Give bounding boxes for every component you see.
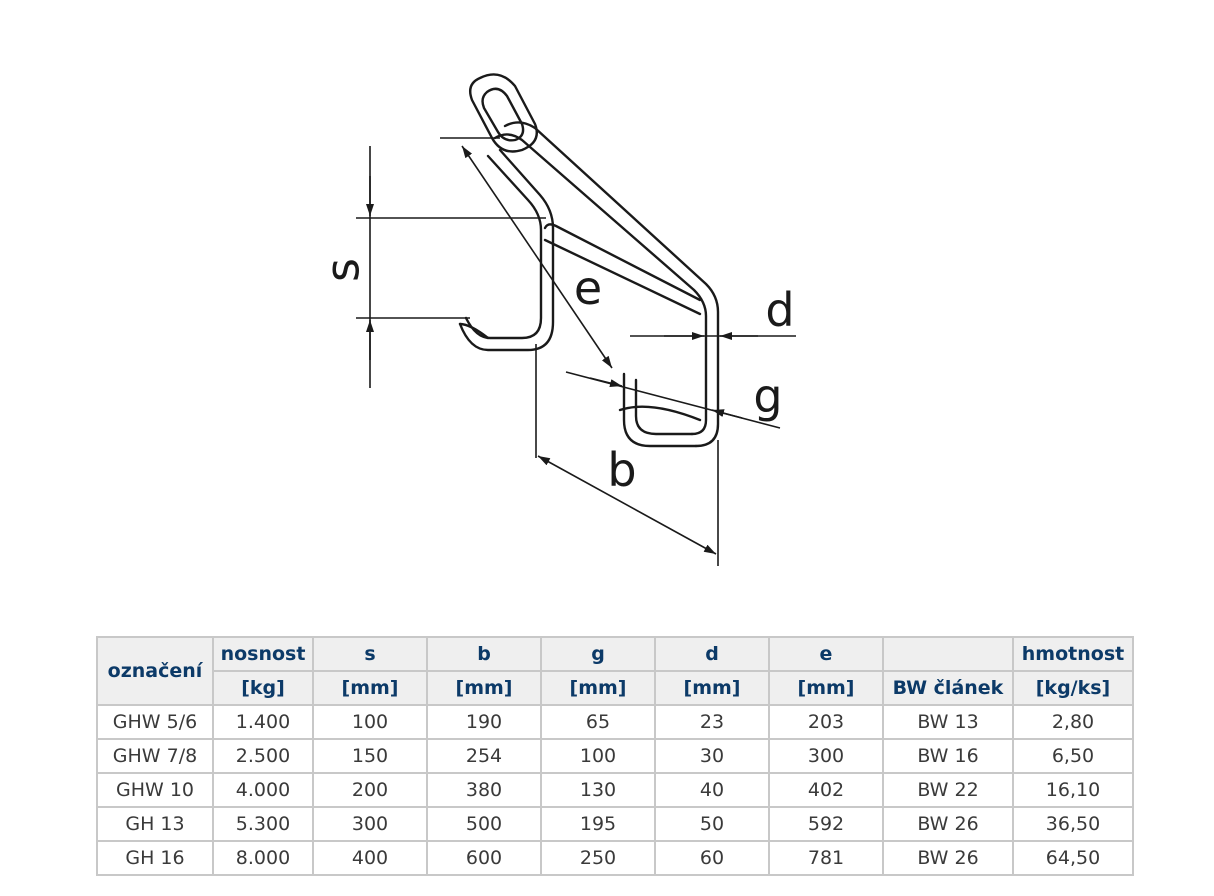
- label-s: s: [316, 258, 370, 282]
- table-row: GH 13 5.300 300 500 195 50 592 BW 26 36,…: [96, 806, 1134, 842]
- cell: 300: [768, 738, 884, 774]
- cell: 100: [312, 704, 428, 740]
- label-d: d: [765, 283, 794, 337]
- unit-kg: [kg]: [212, 670, 314, 706]
- specification-table: označení nosnost s b g d e hmotnost [kg]…: [96, 636, 1134, 876]
- header-b: b: [426, 636, 542, 672]
- header-oznaceni: označení: [96, 636, 214, 706]
- cell: 781: [768, 840, 884, 876]
- header-empty: [882, 636, 1014, 672]
- cell: BW 13: [882, 704, 1014, 740]
- unit-e-mm: [mm]: [768, 670, 884, 706]
- cell: 23: [654, 704, 770, 740]
- cell: 200: [312, 772, 428, 808]
- cell: 2.500: [212, 738, 314, 774]
- cell: 600: [426, 840, 542, 876]
- cell: 60: [654, 840, 770, 876]
- cell: 150: [312, 738, 428, 774]
- cell: BW 26: [882, 840, 1014, 876]
- header-d: d: [654, 636, 770, 672]
- cell: 130: [540, 772, 656, 808]
- cell: 6,50: [1012, 738, 1134, 774]
- cell: 30: [654, 738, 770, 774]
- cell: 50: [654, 806, 770, 842]
- cell: 195: [540, 806, 656, 842]
- table-row: GHW 7/8 2.500 150 254 100 30 300 BW 16 6…: [96, 738, 1134, 774]
- unit-g-mm: [mm]: [540, 670, 656, 706]
- cell: 40: [654, 772, 770, 808]
- cell: 250: [540, 840, 656, 876]
- cell: 400: [312, 840, 428, 876]
- unit-d-mm: [mm]: [654, 670, 770, 706]
- header-row-1: označení nosnost s b g d e hmotnost: [96, 636, 1134, 706]
- cell: GH 13: [96, 806, 214, 842]
- cell: 65: [540, 704, 656, 740]
- label-b: b: [607, 443, 636, 497]
- cell: 2,80: [1012, 704, 1134, 740]
- cell: GHW 10: [96, 772, 214, 808]
- header-row-2: [kg] [mm] [mm] [mm] [mm] [mm] BW článek …: [97, 670, 1134, 706]
- label-e: e: [574, 261, 602, 315]
- cell: 36,50: [1012, 806, 1134, 842]
- table-row: GH 16 8.000 400 600 250 60 781 BW 26 64,…: [96, 840, 1134, 876]
- unit-b-mm: [mm]: [426, 670, 542, 706]
- header-g: g: [540, 636, 656, 672]
- cell: GH 16: [96, 840, 214, 876]
- cell: 16,10: [1012, 772, 1134, 808]
- cell: 203: [768, 704, 884, 740]
- cell: 4.000: [212, 772, 314, 808]
- cell: GHW 5/6: [96, 704, 214, 740]
- header-s: s: [312, 636, 428, 672]
- cell: 402: [768, 772, 884, 808]
- cell: BW 26: [882, 806, 1014, 842]
- cell: 8.000: [212, 840, 314, 876]
- cell: 300: [312, 806, 428, 842]
- header-bw-clanek: BW článek: [882, 670, 1014, 706]
- dimension-lines: [356, 137, 796, 566]
- cell: 500: [426, 806, 542, 842]
- table-row: GHW 10 4.000 200 380 130 40 402 BW 22 16…: [96, 772, 1134, 808]
- cell: BW 16: [882, 738, 1014, 774]
- cell: 190: [426, 704, 542, 740]
- unit-kg-ks: [kg/ks]: [1012, 670, 1134, 706]
- cell: 5.300: [212, 806, 314, 842]
- cell: GHW 7/8: [96, 738, 214, 774]
- cell: 592: [768, 806, 884, 842]
- hook-dimension-drawing: s e d g b: [316, 73, 796, 566]
- label-g: g: [753, 369, 782, 423]
- cell: 100: [540, 738, 656, 774]
- cell: 380: [426, 772, 542, 808]
- cell: 1.400: [212, 704, 314, 740]
- table-row: GHW 5/6 1.400 100 190 65 23 203 BW 13 2,…: [96, 704, 1134, 740]
- cell: BW 22: [882, 772, 1014, 808]
- cell: 254: [426, 738, 542, 774]
- header-hmotnost: hmotnost: [1012, 636, 1134, 672]
- cell: 64,50: [1012, 840, 1134, 876]
- unit-s-mm: [mm]: [312, 670, 428, 706]
- header-nosnost: nosnost: [212, 636, 314, 672]
- header-e: e: [768, 636, 884, 672]
